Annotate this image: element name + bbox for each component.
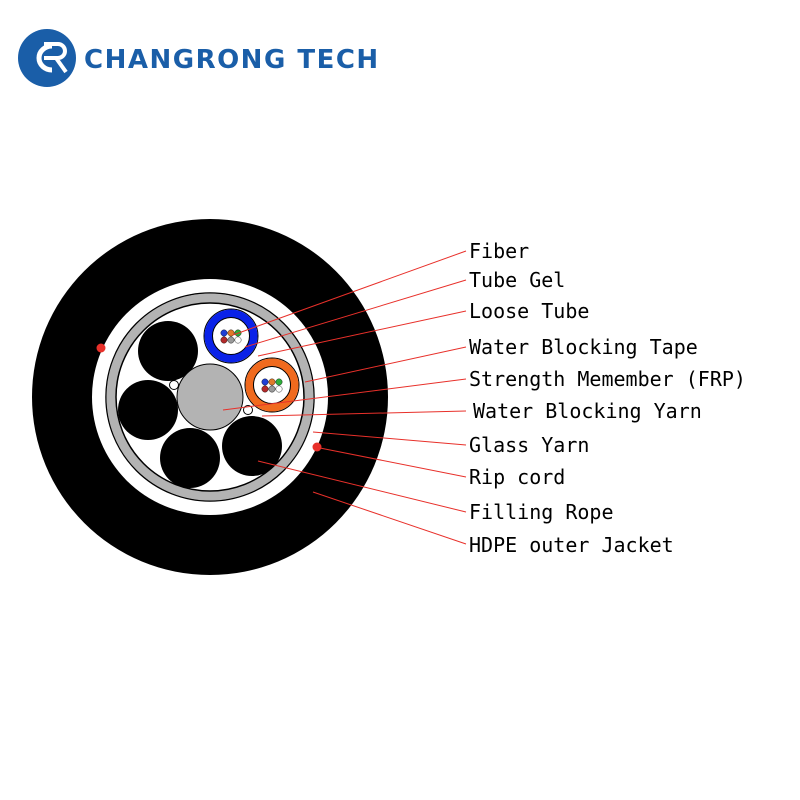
filling-rope [118, 380, 178, 440]
leader-line-tube-gel [244, 279, 467, 348]
loose-tube-blue-wall [204, 309, 258, 363]
label-water-blocking-tape: Water Blocking Tape [469, 335, 698, 359]
leader-line-filling-rope [257, 460, 467, 513]
label-loose-tube: Loose Tube [469, 299, 589, 323]
brand-logo [18, 29, 76, 87]
brand-name: CHANGRONG TECH [84, 45, 380, 75]
leader-line-loose-tube [257, 310, 467, 357]
label-hdpe-outer-jacket: HDPE outer Jacket [469, 533, 674, 557]
fiber [227, 329, 235, 337]
rip-cord [312, 442, 322, 452]
leader-lines [222, 250, 467, 545]
filling-rope [222, 416, 282, 476]
leader-line-fiber [232, 250, 467, 336]
label-tube-gel: Tube Gel [469, 268, 565, 292]
leader-line-glass-yarn [312, 431, 467, 446]
leader-line-water-blocking-tape [304, 346, 467, 383]
water-blocking-yarn [243, 405, 253, 415]
filling-rope [160, 428, 220, 488]
fiber [227, 336, 235, 344]
fiber [220, 336, 228, 344]
leader-line-rip-cord [319, 447, 467, 478]
water-blocking-yarn [169, 380, 179, 390]
rip-cord [96, 343, 106, 353]
loose-tube-blue [203, 308, 259, 364]
callout-labels: Fiber Tube Gel Loose Tube Water Blocking… [469, 239, 746, 557]
fiber [268, 378, 276, 386]
fiber [275, 378, 283, 386]
leader-line-water-blocking-yarn [261, 410, 467, 417]
label-rip-cord: Rip cord [469, 465, 565, 489]
fiber [261, 385, 269, 393]
label-water-blocking-yarn: Water Blocking Yarn [473, 399, 702, 423]
label-fiber: Fiber [469, 239, 529, 263]
fiber [261, 378, 269, 386]
label-filling-rope: Filling Rope [469, 500, 614, 524]
leader-line-hdpe-outer-jacket [312, 491, 467, 545]
label-glass-yarn: Glass Yarn [469, 433, 589, 457]
fiber [275, 385, 283, 393]
loose-tube-orange-wall [245, 358, 299, 412]
fiber [268, 385, 276, 393]
fiber [220, 329, 228, 337]
logo-c-glyph [36, 43, 53, 73]
loose-tube-orange [244, 357, 300, 413]
filling-rope [138, 321, 198, 381]
leader-line-strength-member [222, 378, 467, 411]
water-blocking-tape-ring [106, 293, 314, 501]
cable-cross-section [32, 219, 388, 575]
strength-member-frp [176, 363, 244, 431]
logo-r-glyph [44, 42, 68, 74]
fiber [234, 336, 242, 344]
label-strength-member: Strength Memember (FRP) [469, 367, 746, 391]
